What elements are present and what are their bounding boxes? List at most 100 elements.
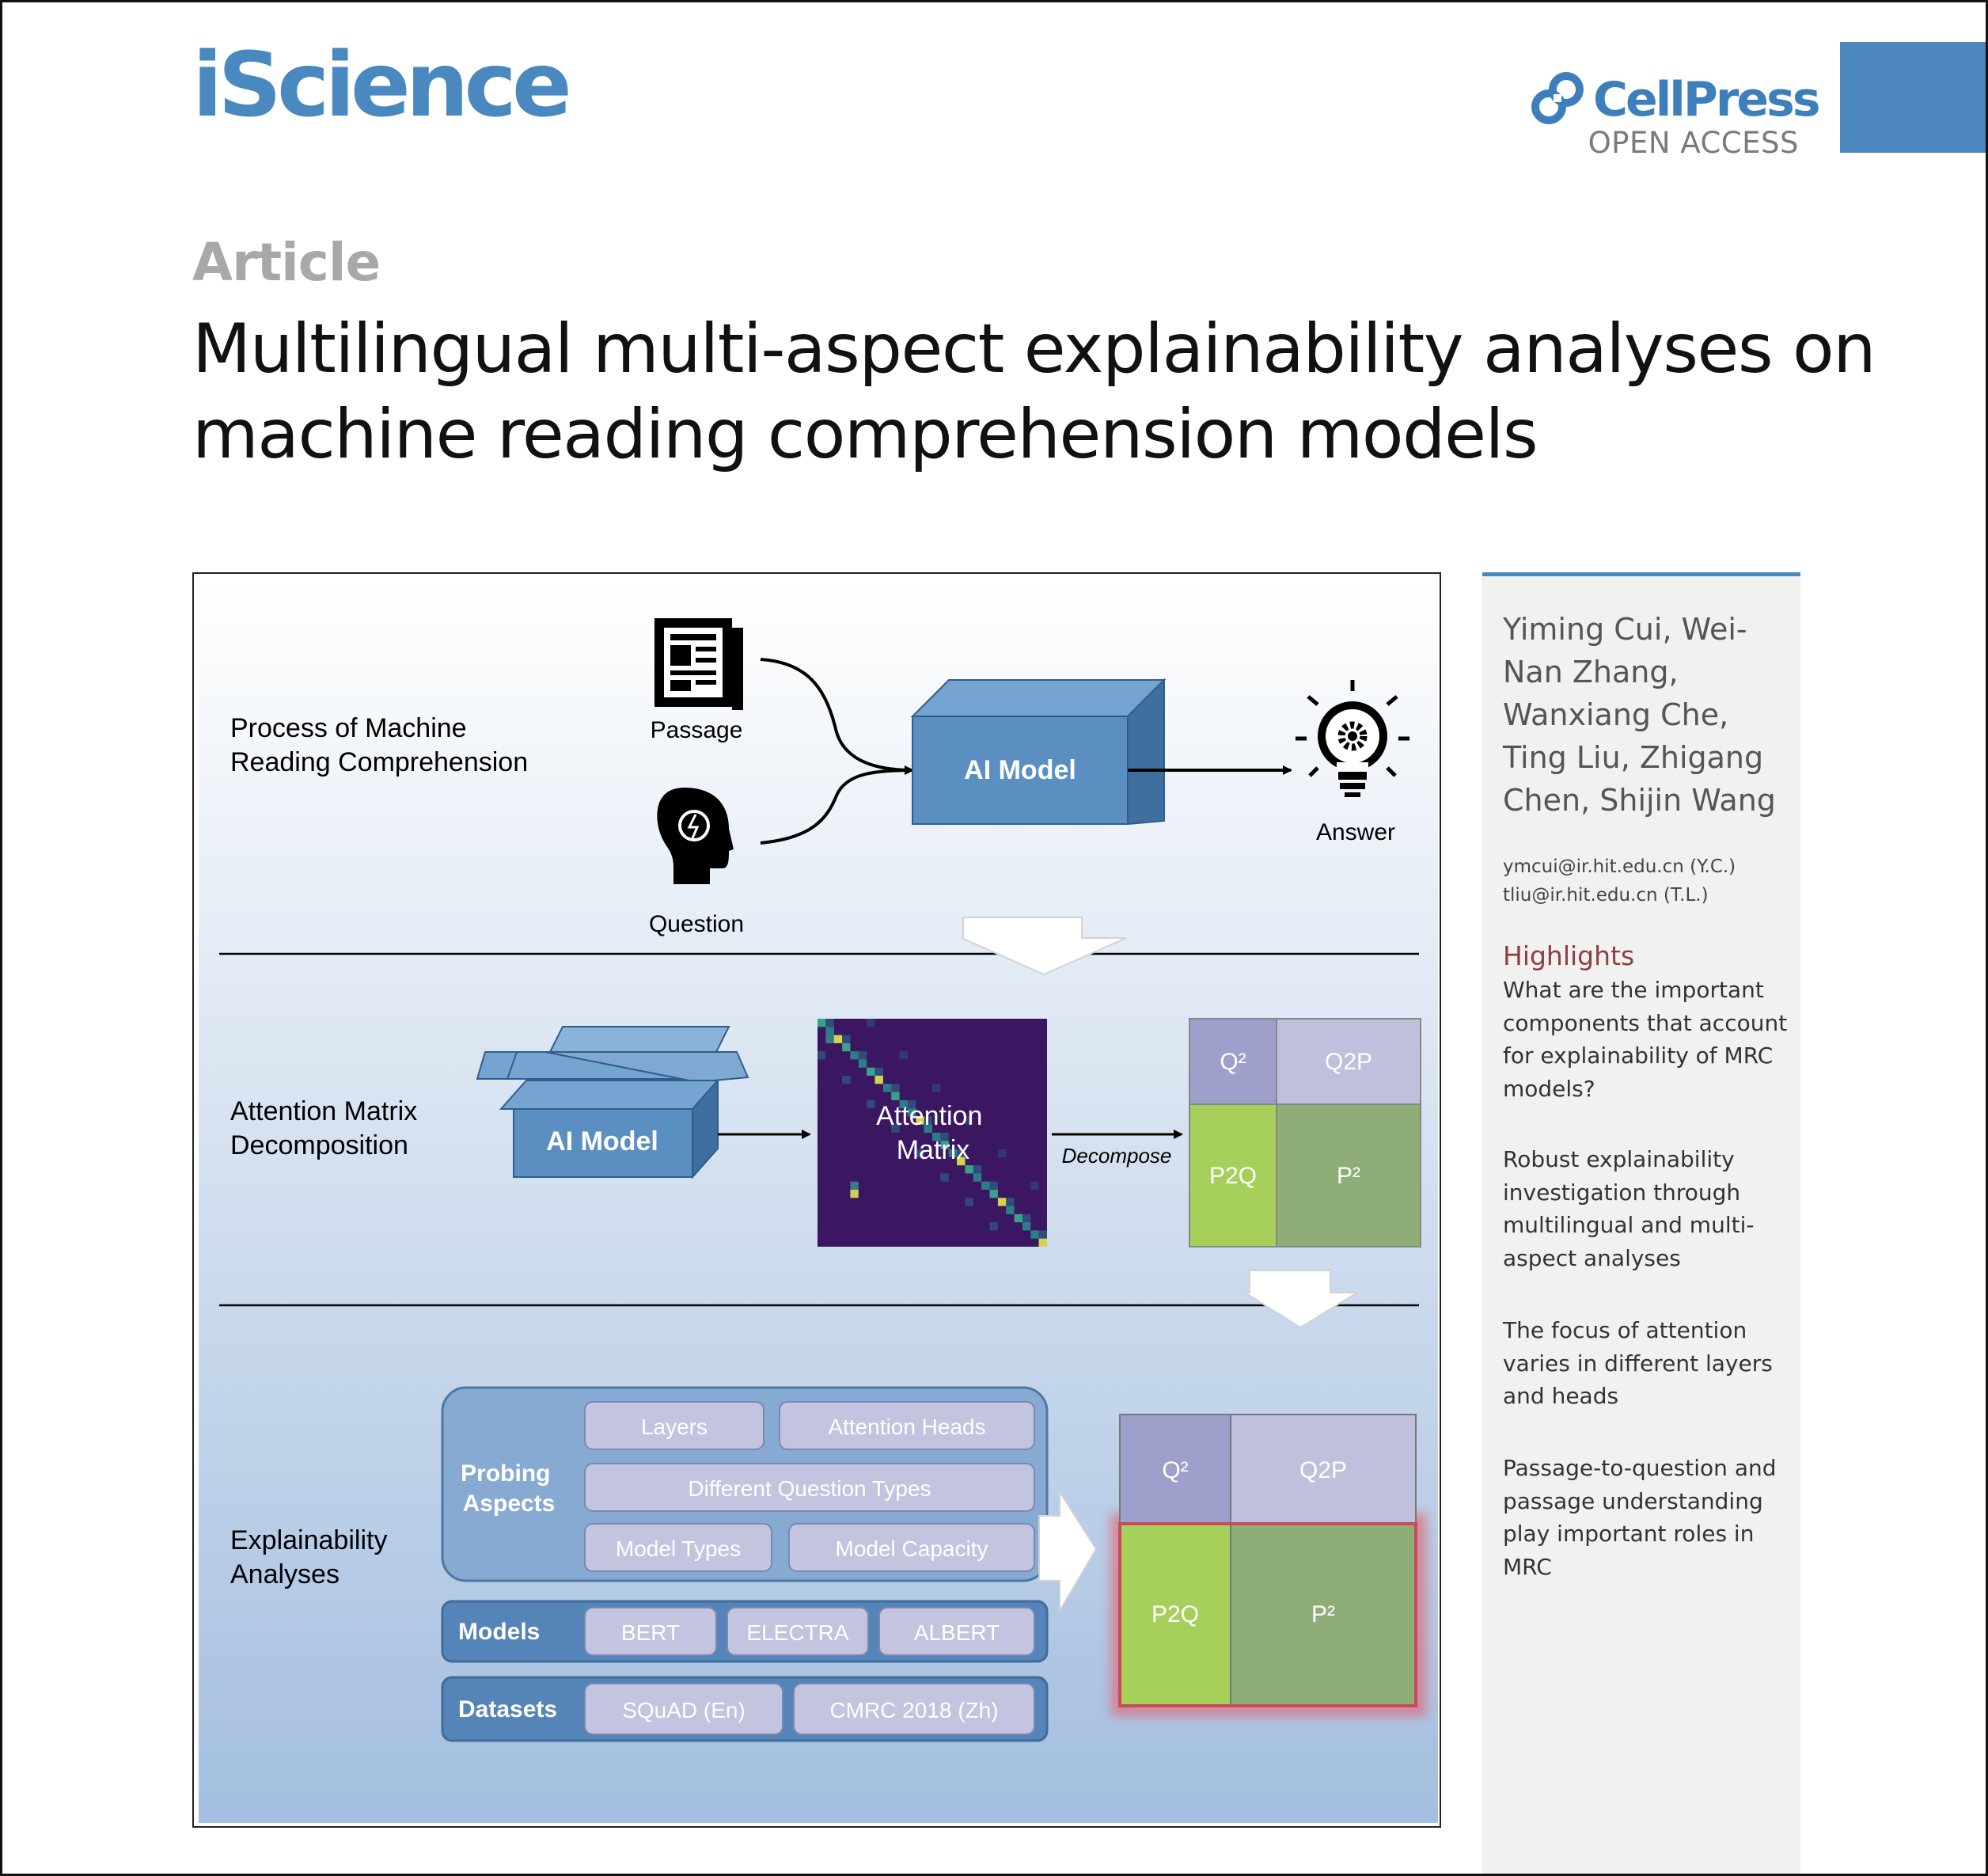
attention-cell — [924, 1124, 932, 1133]
attention-cell — [833, 1035, 843, 1043]
cellpress-icon — [1531, 72, 1584, 124]
email-link[interactable]: ymcui@ir.hit.edu.cn (Y.C.) — [1503, 856, 1736, 877]
attention-cell — [1030, 1181, 1039, 1190]
model-chip-label: BERT — [621, 1620, 680, 1645]
probing-item-label: Attention Heads — [828, 1415, 985, 1439]
open-access-label: OPEN ACCESS — [1588, 126, 1799, 160]
attention-cell — [997, 1198, 1007, 1206]
attention-cell — [891, 1124, 900, 1133]
probing-item-label: Model Capacity — [836, 1536, 988, 1561]
attention-cell — [1006, 1198, 1015, 1206]
attention-cell — [842, 1076, 851, 1084]
journal-logo[interactable]: iScience — [192, 34, 572, 137]
attention-cell — [850, 1181, 859, 1190]
attention-cell — [965, 1116, 973, 1125]
dataset-chip-label: SQuAD (En) — [622, 1698, 746, 1722]
attention-cell — [989, 1190, 998, 1198]
down-arrow-1 — [961, 917, 1127, 976]
model-chip-electra[interactable] — [727, 1607, 869, 1656]
p2q-label: P2Q — [1209, 1163, 1257, 1189]
attention-cell — [842, 1042, 851, 1052]
attention-cell — [891, 1092, 900, 1100]
attention-cell — [850, 1051, 859, 1060]
decomposition-grid-2 — [1119, 1414, 1417, 1707]
lightbulb-gear-icon — [1296, 680, 1409, 797]
q2p-block — [1230, 1414, 1417, 1525]
attention-cell — [965, 1165, 973, 1174]
highlight-item: Passage-to-question and passage understa… — [1503, 1455, 1777, 1580]
attention-cell — [867, 1067, 875, 1076]
probing-item-model-types[interactable] — [584, 1523, 772, 1572]
p2q-block — [1189, 1103, 1277, 1248]
attention-cell — [1038, 1230, 1047, 1239]
probing-item-layers[interactable] — [584, 1401, 764, 1450]
probing-aspects-label: Probing Aspects — [461, 1460, 557, 1517]
author-list[interactable]: Yiming Cui, Wei-Nan Zhang, Wanxiang Che,… — [1503, 612, 1776, 818]
ai-model-cube-1 — [910, 678, 1167, 826]
answer-label: Answer — [1316, 819, 1395, 845]
probing-item-question-types[interactable] — [584, 1463, 1035, 1512]
probing-item-label: Different Question Types — [688, 1476, 931, 1501]
attention-cell — [907, 1099, 916, 1109]
graphical-abstract: Process of Machine Reading Comprehension… — [192, 572, 1441, 1828]
attention-cell — [940, 1173, 949, 1182]
decompose-label: Decompose — [1062, 1144, 1172, 1168]
attention-cell — [1038, 1238, 1047, 1247]
attention-cell — [874, 1067, 883, 1076]
attention-cell — [825, 1035, 834, 1043]
p2-block — [1276, 1103, 1421, 1248]
attention-cell — [916, 1149, 924, 1157]
attention-cell — [989, 1181, 998, 1190]
probing-item-label: Model Types — [616, 1536, 741, 1561]
probing-item-label: Layers — [641, 1415, 708, 1439]
p2q-block — [1119, 1523, 1231, 1707]
attention-cell — [924, 1116, 932, 1125]
model-chip-albert[interactable] — [878, 1607, 1035, 1656]
section1-label: Process of Machine Reading Comprehension — [230, 713, 528, 777]
question-label: Question — [649, 911, 744, 937]
passage-label: Passage — [651, 717, 743, 743]
probing-item-attention-heads[interactable] — [779, 1401, 1035, 1450]
q2-label: Q² — [1220, 1049, 1246, 1075]
head-lightbulb-icon — [657, 788, 734, 884]
attention-cell — [842, 1035, 851, 1043]
email-link[interactable]: tliu@ir.hit.edu.cn (T.L.) — [1503, 885, 1709, 906]
sidebar: Yiming Cui, Wei-Nan Zhang, Wanxiang Che,… — [1482, 572, 1800, 1874]
p2-label: P² — [1337, 1163, 1360, 1189]
attention-cell — [899, 1051, 908, 1060]
attention-cell — [858, 1051, 867, 1060]
probing-item-model-capacity[interactable] — [788, 1523, 1035, 1572]
newspaper-icon — [654, 618, 743, 710]
attention-cell — [1022, 1222, 1031, 1231]
attention-cell — [818, 1051, 826, 1060]
dataset-chip-squad[interactable] — [584, 1683, 783, 1735]
highlight-item: What are the important components that a… — [1503, 977, 1788, 1102]
q2p-label: Q2P — [1325, 1049, 1372, 1075]
attention-cell — [981, 1181, 990, 1190]
ai-model-label-2: AI Model — [546, 1126, 658, 1156]
dataset-chip-cmrc[interactable] — [793, 1683, 1035, 1735]
attention-cell — [825, 1019, 834, 1027]
q2-block — [1119, 1414, 1231, 1525]
model-chip-label: ALBERT — [914, 1620, 1000, 1645]
cellpress-logo[interactable]: CellPress OPEN ACCESS — [1530, 70, 1821, 160]
article-title: Multilingual multi-aspect explainability… — [192, 310, 1876, 474]
section3-label: Explainability Analyses — [230, 1525, 395, 1589]
model-chip-bert[interactable] — [584, 1607, 717, 1656]
models-label: Models — [458, 1619, 540, 1645]
attention-cell — [973, 1165, 982, 1174]
attention-cell — [818, 1019, 826, 1027]
datasets-label: Datasets — [458, 1696, 557, 1722]
attention-cell — [874, 1076, 883, 1084]
ai-model-box-2 — [476, 1026, 749, 1179]
decomposition-grid-1 — [1189, 1018, 1421, 1248]
p2-block — [1230, 1523, 1417, 1707]
attention-cell — [940, 1141, 949, 1149]
p2-label: P² — [1311, 1601, 1335, 1627]
publisher-name: CellPress — [1593, 72, 1821, 127]
attention-cell — [989, 1222, 998, 1231]
corner-accent — [1840, 42, 1986, 153]
attention-cell — [882, 1084, 892, 1092]
attention-cell — [932, 1084, 941, 1092]
attention-cell — [858, 1059, 867, 1068]
